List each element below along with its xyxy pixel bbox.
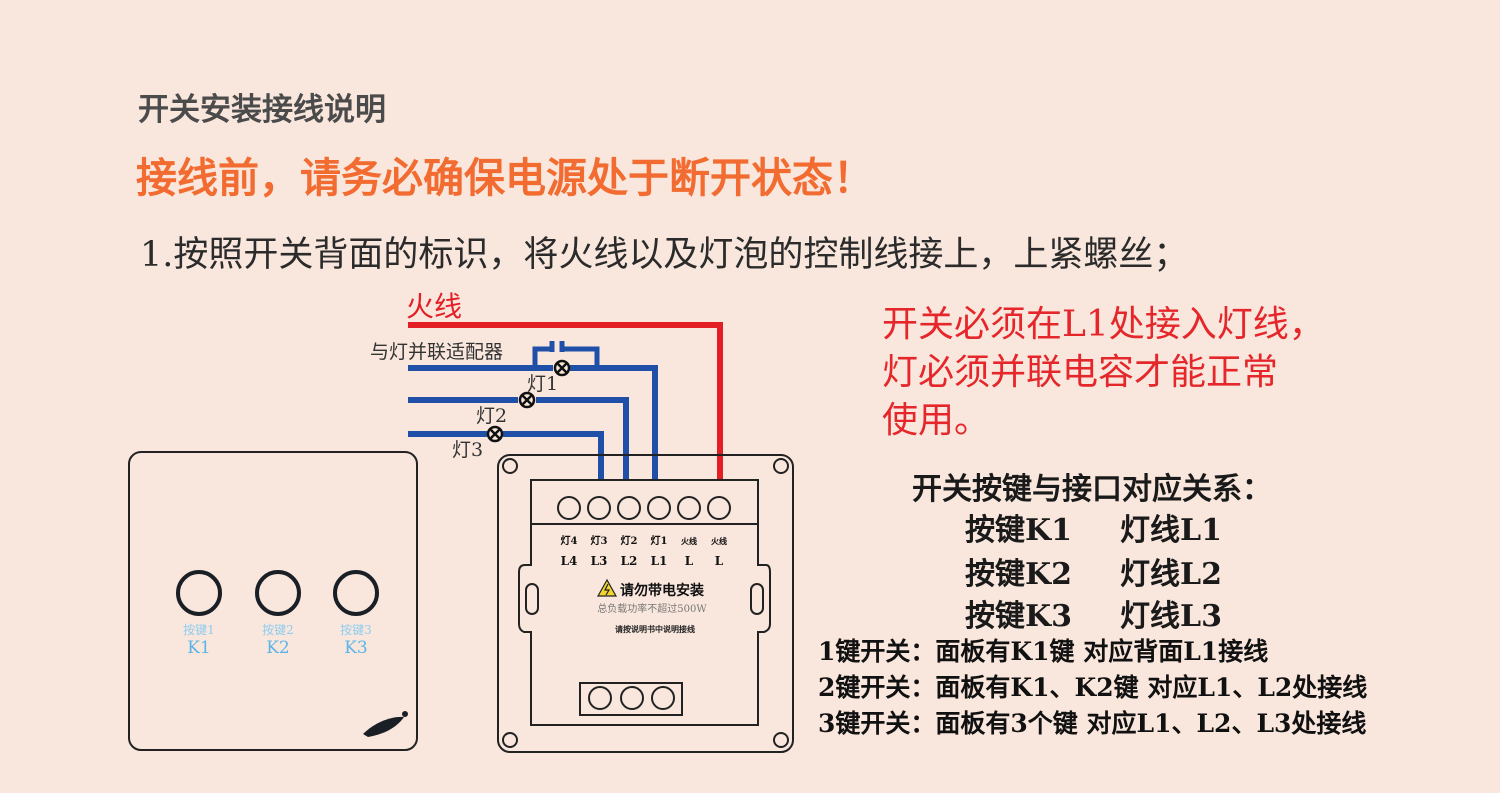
no-live-install-warning: 请勿带电安装 <box>620 582 705 599</box>
live-wire <box>408 322 723 481</box>
key-k2-button[interactable] <box>255 570 301 616</box>
terminal-screw-l2 <box>617 496 641 520</box>
mapping-key-k3: 按键K3 <box>965 599 1072 634</box>
terminal-cn-l-a: 火线 <box>681 536 697 546</box>
step-1-instruction: 1.按照开关背面的标识，将火线以及灯泡的控制线接上，上紧螺丝； <box>140 235 1189 275</box>
lamp2-wire-out <box>536 397 629 481</box>
key-1-cn-label: 按键1 <box>183 623 215 637</box>
key-2-code: K2 <box>266 638 290 658</box>
lamp3-wire-out <box>503 431 604 481</box>
terminal-cn-l1: 灯1 <box>651 534 668 547</box>
high-voltage-warning-icon <box>596 578 618 597</box>
terminal-screw-l-b <box>707 496 731 520</box>
mapping-line-l1: 灯线L1 <box>1120 513 1222 548</box>
note-line-2: 灯必须并联电容才能正常 <box>882 352 1279 393</box>
terminal-cn-l4: 灯4 <box>561 534 578 547</box>
key-2-cn-label: 按键2 <box>262 623 294 637</box>
terminal-screw-l-a <box>677 496 701 520</box>
rule-1-key: 1键开关：面板有K1键 对应背面L1接线 <box>818 637 1269 666</box>
rule-2-key: 2键开关：面板有K1、K2键 对应L1、L2处接线 <box>818 673 1368 702</box>
key-k1-button[interactable] <box>176 570 222 616</box>
mapping-line-l3: 灯线L3 <box>1120 599 1222 634</box>
mapping-key-k2: 按键K2 <box>965 557 1072 592</box>
rule-3-key: 3键开关：面板有3个键 对应L1、L2、L3处接线 <box>818 709 1367 738</box>
small-note: 请按说明书中说明接线 <box>615 624 695 634</box>
terminal-cn-l-b: 火线 <box>711 536 727 546</box>
terminal-screw-l3 <box>587 496 611 520</box>
lamp-1-label: 灯1 <box>527 373 558 395</box>
terminal-screw-l1 <box>647 496 671 520</box>
key-k3-button[interactable] <box>333 570 379 616</box>
terminal-cn-l3: 灯3 <box>591 534 608 547</box>
key-3-cn-label: 按键3 <box>340 623 372 637</box>
terminal-l3: L3 <box>591 554 608 568</box>
page-title: 开关安装接线说明 <box>138 92 386 128</box>
adapter-label: 与灯并联适配器 <box>370 341 503 363</box>
mapping-line-l2: 灯线L2 <box>1120 557 1222 592</box>
load-note: 总负载功率不超过500W <box>597 602 707 615</box>
lamp-icons <box>486 359 571 443</box>
terminal-l-a: L <box>685 554 694 568</box>
terminal-l1: L1 <box>651 554 668 568</box>
terminal-screw-l4 <box>557 496 581 520</box>
key-3-code: K3 <box>344 638 368 658</box>
key-1-code: K1 <box>187 638 211 658</box>
note-line-3: 使用。 <box>882 400 991 441</box>
safety-warning: 接线前，请务必确保电源处于断开状态！ <box>136 154 874 202</box>
lamp-2-label: 灯2 <box>476 405 507 427</box>
terminal-cn-l2: 灯2 <box>621 534 638 547</box>
terminal-l2: L2 <box>621 554 638 568</box>
lamp-3-icon <box>486 425 504 443</box>
mapping-heading: 开关按键与接口对应关系： <box>912 472 1272 507</box>
lamp-2-icon <box>518 391 536 409</box>
brand-logo-icon <box>363 716 404 737</box>
terminal-l4: L4 <box>561 554 578 568</box>
note-line-1: 开关必须在L1处接入灯线， <box>882 304 1325 345</box>
back-box <box>497 454 794 753</box>
terminal-l-b: L <box>715 554 724 568</box>
lamp-1-icon <box>553 359 571 377</box>
lamp1-wire-out <box>570 365 658 481</box>
mapping-key-k1: 按键K1 <box>965 513 1072 548</box>
lamp-3-label: 灯3 <box>452 439 483 461</box>
live-wire-label: 火线 <box>406 290 462 323</box>
front-panel: 按键1 按键2 按键3 K1 K2 K3 <box>128 451 418 751</box>
adapter <box>532 341 600 368</box>
